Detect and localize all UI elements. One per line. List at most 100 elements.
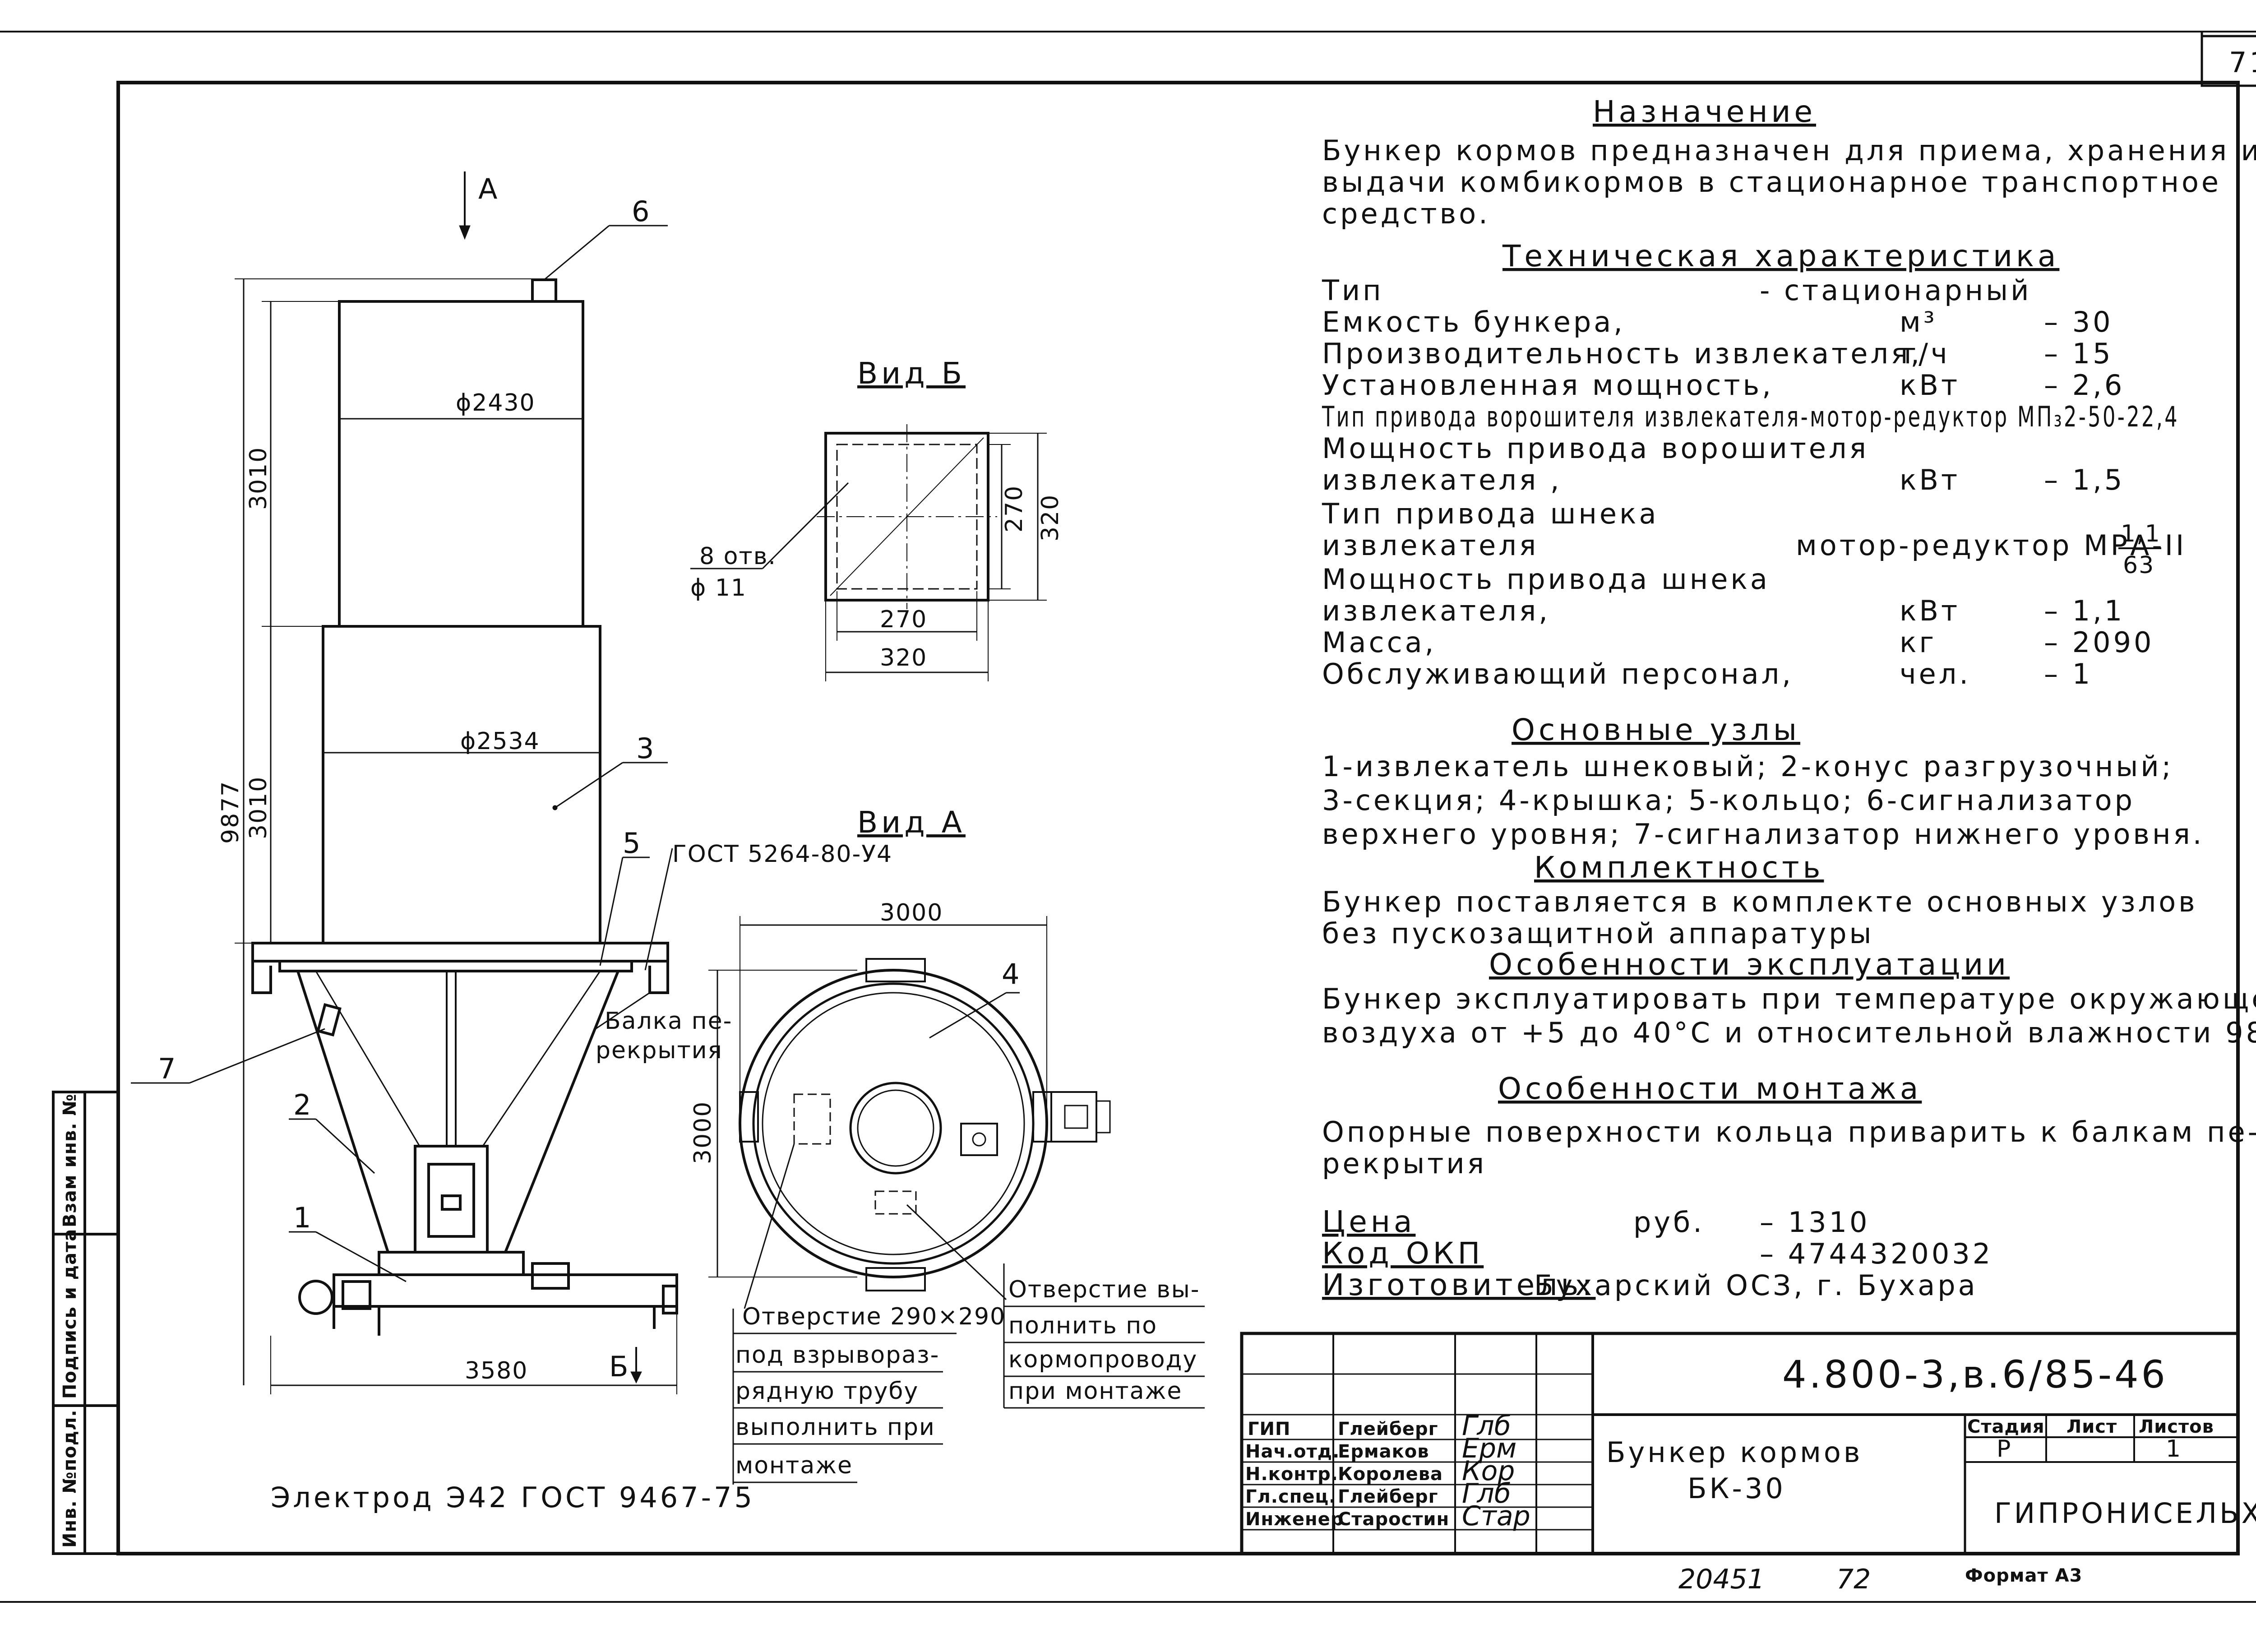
- svg-text:1: 1: [293, 1201, 314, 1234]
- dim-3010-bottom: 3010: [245, 776, 272, 839]
- svg-text:– 1: – 1: [2044, 657, 2093, 690]
- svg-text:Тип привода ворошителя извлека: Тип привода ворошителя извлекателя-мотор…: [1322, 400, 2179, 433]
- oper-title: Особенности эксплуатации: [1489, 947, 2010, 982]
- svg-text:– 1310: – 1310: [1760, 1206, 1870, 1239]
- svg-text:воздуха от +5 до 40°С и относи: воздуха от +5 до 40°С и относительной вл…: [1322, 1016, 2256, 1049]
- svg-text:при монтаже: при монтаже: [1008, 1378, 1182, 1405]
- svg-text:кВт: кВт: [1900, 594, 1960, 627]
- svg-text:1-извлекатель шнековый; 2-кону: 1-извлекатель шнековый; 2-конус разгрузо…: [1322, 750, 2174, 783]
- dim-d2534: ϕ2534: [460, 728, 540, 755]
- view-b-holes-dia: ϕ 11: [690, 574, 747, 602]
- strip-inv: Инв. №подл.: [60, 1409, 80, 1548]
- view-a-arrow: А: [459, 171, 500, 240]
- svg-text:без пускозащитной аппаратуры: без пускозащитной аппаратуры: [1322, 917, 1874, 950]
- support-ring: [251, 942, 669, 963]
- svg-text:Тип: Тип: [1322, 274, 1384, 307]
- sheet-number: 71: [2229, 46, 2256, 79]
- units-title: Основные узлы: [1512, 713, 1800, 747]
- tech-title: Техническая характеристика: [1502, 239, 2059, 273]
- svg-text:рядную трубу: рядную трубу: [735, 1378, 919, 1405]
- screw-extractor: [378, 1251, 525, 1276]
- okp-label: Код ОКП: [1322, 1236, 1484, 1271]
- view-b-arrow: Б: [609, 1347, 642, 1384]
- svg-text:А: А: [478, 172, 500, 205]
- svg-text:Глб: Глб: [1462, 1478, 1511, 1509]
- inv-number: 20451: [1678, 1564, 1765, 1595]
- svg-text:средство.: средство.: [1322, 197, 1490, 230]
- svg-text:Мощность привода ворошителя: Мощность привода ворошителя: [1322, 432, 1869, 465]
- svg-text:кг: кг: [1900, 626, 1937, 659]
- svg-text:Опорные поверхности кольца при: Опорные поверхности кольца приварить к б…: [1322, 1115, 2256, 1148]
- callout-7: 7: [131, 1028, 325, 1085]
- lower-level-sensor: [316, 1003, 342, 1037]
- callout-1: 1: [289, 1201, 407, 1282]
- svg-text:Королева: Королева: [1338, 1464, 1443, 1485]
- svg-text:2: 2: [293, 1088, 314, 1121]
- mra-fraction-bottom: 63: [2123, 552, 2154, 579]
- dim-3580: 3580: [465, 1357, 528, 1384]
- svg-text:Бункер кормов предназначен для: Бункер кормов предназначен для приема, х…: [1322, 134, 2256, 167]
- svg-text:Старостин: Старостин: [1338, 1509, 1449, 1530]
- mount-title: Особенности монтажа: [1498, 1071, 1922, 1106]
- upper-level-sensor: [531, 278, 557, 303]
- sheets-count: 1: [2166, 1435, 2182, 1462]
- svg-text:рекрытия: рекрытия: [596, 1037, 723, 1064]
- svg-text:Листов: Листов: [2139, 1416, 2214, 1437]
- beam-label: Балка пе- рекрытия: [595, 992, 731, 1064]
- svg-text:извлекателя: извлекателя: [1322, 529, 1539, 562]
- svg-text:– 30: – 30: [2044, 305, 2113, 338]
- drawing-frame: [116, 81, 2240, 1555]
- dim-9877: 9877: [217, 781, 244, 844]
- view-a-callout-4: 4: [1002, 958, 1022, 990]
- product-name: Бункер кормов: [1606, 1436, 1863, 1469]
- svg-text:мотор-редуктор МРА-II: мотор-редуктор МРА-II: [1796, 529, 2187, 562]
- svg-text:3-секция; 4-крышка; 5-кольцо;: 3-секция; 4-крышка; 5-кольцо; 6-сигнализ…: [1322, 784, 2135, 817]
- strip-vzam: Взам инв. №: [60, 1093, 80, 1227]
- mra-fraction-top: 1,1: [2121, 520, 2161, 547]
- view-b-title: Вид Б: [857, 356, 966, 391]
- view-a: Вид А 3000 3000 4: [689, 805, 1111, 1309]
- svg-text:извлекателя ,: извлекателя ,: [1322, 463, 1562, 496]
- view-a-dim-width: 3000: [880, 899, 943, 926]
- svg-text:– 1,5: – 1,5: [2044, 463, 2125, 496]
- svg-text:кВт: кВт: [1900, 369, 1960, 402]
- view-b-dim-270-v: 270: [1001, 485, 1028, 532]
- svg-text:ГИП: ГИП: [1248, 1419, 1290, 1439]
- svg-text:Обслуживающий персонал,: Обслуживающий персонал,: [1322, 657, 1794, 690]
- svg-text:т/ч: т/ч: [1900, 337, 1950, 370]
- view-a-dim-height: 3000: [689, 1101, 717, 1164]
- svg-text:Производительность извлекателя: Производительность извлекателя,: [1322, 337, 1922, 370]
- svg-text:– 2,6: – 2,6: [2044, 369, 2125, 402]
- price-label: Цена: [1322, 1204, 1415, 1239]
- svg-text:Глейберг: Глейберг: [1338, 1486, 1438, 1507]
- svg-text:Н.контр.: Н.контр.: [1245, 1464, 1338, 1485]
- svg-text:- стационарный: - стационарный: [1760, 274, 2031, 307]
- callout-3: 3: [552, 732, 668, 810]
- svg-text:м³: м³: [1900, 305, 1937, 338]
- svg-text:Б: Б: [609, 1350, 631, 1383]
- view-a-note-right: Отверстие вы- полнить по кормопроводу пр…: [1003, 1263, 1205, 1409]
- view-b-holes-count: 8 отв.: [699, 543, 777, 570]
- svg-text:рекрытия: рекрытия: [1322, 1147, 1487, 1180]
- view-b: Вид Б 8 отв. ϕ 11 270 320 270 320: [690, 356, 1064, 681]
- svg-text:– 1,1: – 1,1: [2044, 594, 2125, 627]
- view-a-note-left: Отверстие 290×290 под взрывораз- рядную …: [732, 1303, 1005, 1485]
- svg-text:Бункер эксплуатировать при тем: Бункер эксплуатировать при температуре о…: [1322, 982, 2256, 1015]
- electrode-note: Электрод Э42 ГОСТ 9467-75: [271, 1481, 755, 1514]
- svg-text:Кор: Кор: [1462, 1455, 1515, 1487]
- svg-text:3: 3: [636, 732, 656, 765]
- svg-text:Глб: Глб: [1462, 1410, 1511, 1442]
- svg-text:Гл.спец.: Гл.спец.: [1245, 1486, 1336, 1507]
- svg-text:Бухарский ОСЗ, г. Бухара: Бухарский ОСЗ, г. Бухара: [1534, 1269, 1978, 1302]
- stage: Р: [1997, 1435, 2011, 1462]
- svg-text:Тип привода шнека: Тип привода шнека: [1322, 497, 1659, 530]
- view-b-dim-320-h: 320: [880, 644, 927, 671]
- strip-podpis: Подпись и дата: [60, 1229, 80, 1399]
- extractor-motor: [298, 1280, 333, 1315]
- svg-text:Лист: Лист: [2066, 1416, 2117, 1437]
- svg-text:– 15: – 15: [2044, 337, 2113, 370]
- svg-text:кормопроводу: кормопроводу: [1008, 1346, 1197, 1373]
- specification: Назначение Бункер кормов предназначен дл…: [1322, 94, 2256, 1302]
- gost-ring-label: ГОСТ 5264-80-У4: [672, 841, 892, 868]
- svg-text:Мощность привода шнека: Мощность привода шнека: [1322, 563, 1770, 596]
